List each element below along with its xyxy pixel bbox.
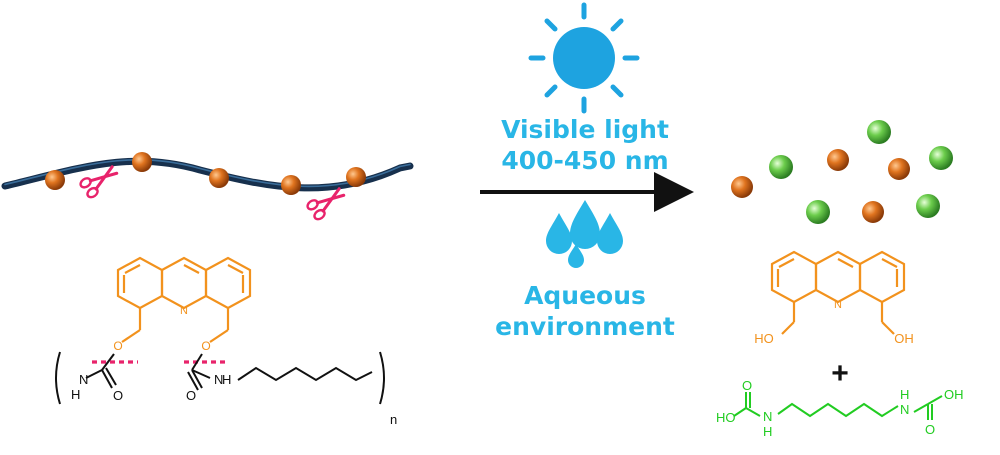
bead xyxy=(45,170,65,190)
nh-label-left-H: H xyxy=(71,387,80,402)
bead xyxy=(916,194,940,218)
environment-condition-label: Aqueous environment xyxy=(470,280,700,342)
ester-O-label-left: O xyxy=(113,339,122,353)
acid-left-O: O xyxy=(742,378,752,393)
env-line-2: environment xyxy=(495,312,675,341)
bead xyxy=(769,155,793,179)
acridine-N-label: N xyxy=(180,305,188,317)
carbonyl-O-right: O xyxy=(186,388,196,403)
acid-left-N: N xyxy=(763,409,772,424)
ester-O-label-right: O xyxy=(201,339,210,353)
scissors-icon xyxy=(79,165,119,199)
acridine-core xyxy=(116,256,252,343)
acid-left-HO: HO xyxy=(716,410,736,425)
acid-right-H: H xyxy=(900,387,909,402)
acid-right-OH: OH xyxy=(944,387,964,402)
bead xyxy=(346,167,366,187)
plus-sign: + xyxy=(831,357,849,390)
hydroxyl-left: HO xyxy=(754,331,774,346)
repeat-unit-n: n xyxy=(390,412,397,427)
light-line-2: 400-450 nm xyxy=(501,146,669,175)
nh-label-right-N: N xyxy=(214,372,223,387)
env-line-1: Aqueous xyxy=(524,281,646,310)
acid-left-H: H xyxy=(763,424,772,439)
hydroxyl-right: OH xyxy=(894,331,914,346)
carbamic-acid: HO O N H N H O OH xyxy=(716,378,964,439)
scissors-icon xyxy=(306,187,346,221)
polymer-beads xyxy=(45,152,366,195)
bead xyxy=(867,120,891,144)
light-condition-label: Visible light 400-450 nm xyxy=(470,114,700,176)
bead xyxy=(929,146,953,170)
sun-icon xyxy=(528,2,640,114)
nh-label-left-N: N xyxy=(79,372,88,387)
bead xyxy=(281,175,301,195)
carbonyl-O-left: O xyxy=(113,388,123,403)
bead xyxy=(862,201,884,223)
water-drops-icon xyxy=(546,200,623,268)
bead xyxy=(209,168,229,188)
acridine-diol: N HO OH xyxy=(754,250,914,346)
polymer-chain xyxy=(1,157,414,192)
acid-right-O: O xyxy=(925,422,935,437)
acid-right-N: N xyxy=(900,402,909,417)
bead xyxy=(827,149,849,171)
nh-label-right-H: H xyxy=(222,372,231,387)
bead xyxy=(806,200,830,224)
bead xyxy=(888,158,910,180)
bead xyxy=(731,176,753,198)
light-line-1: Visible light xyxy=(501,115,669,144)
acridine-diol-N-label: N xyxy=(834,299,842,311)
bead xyxy=(132,152,152,172)
product-beads xyxy=(731,120,953,224)
polymer-structure: N O O ʜ N H O O N H n xyxy=(55,256,397,427)
